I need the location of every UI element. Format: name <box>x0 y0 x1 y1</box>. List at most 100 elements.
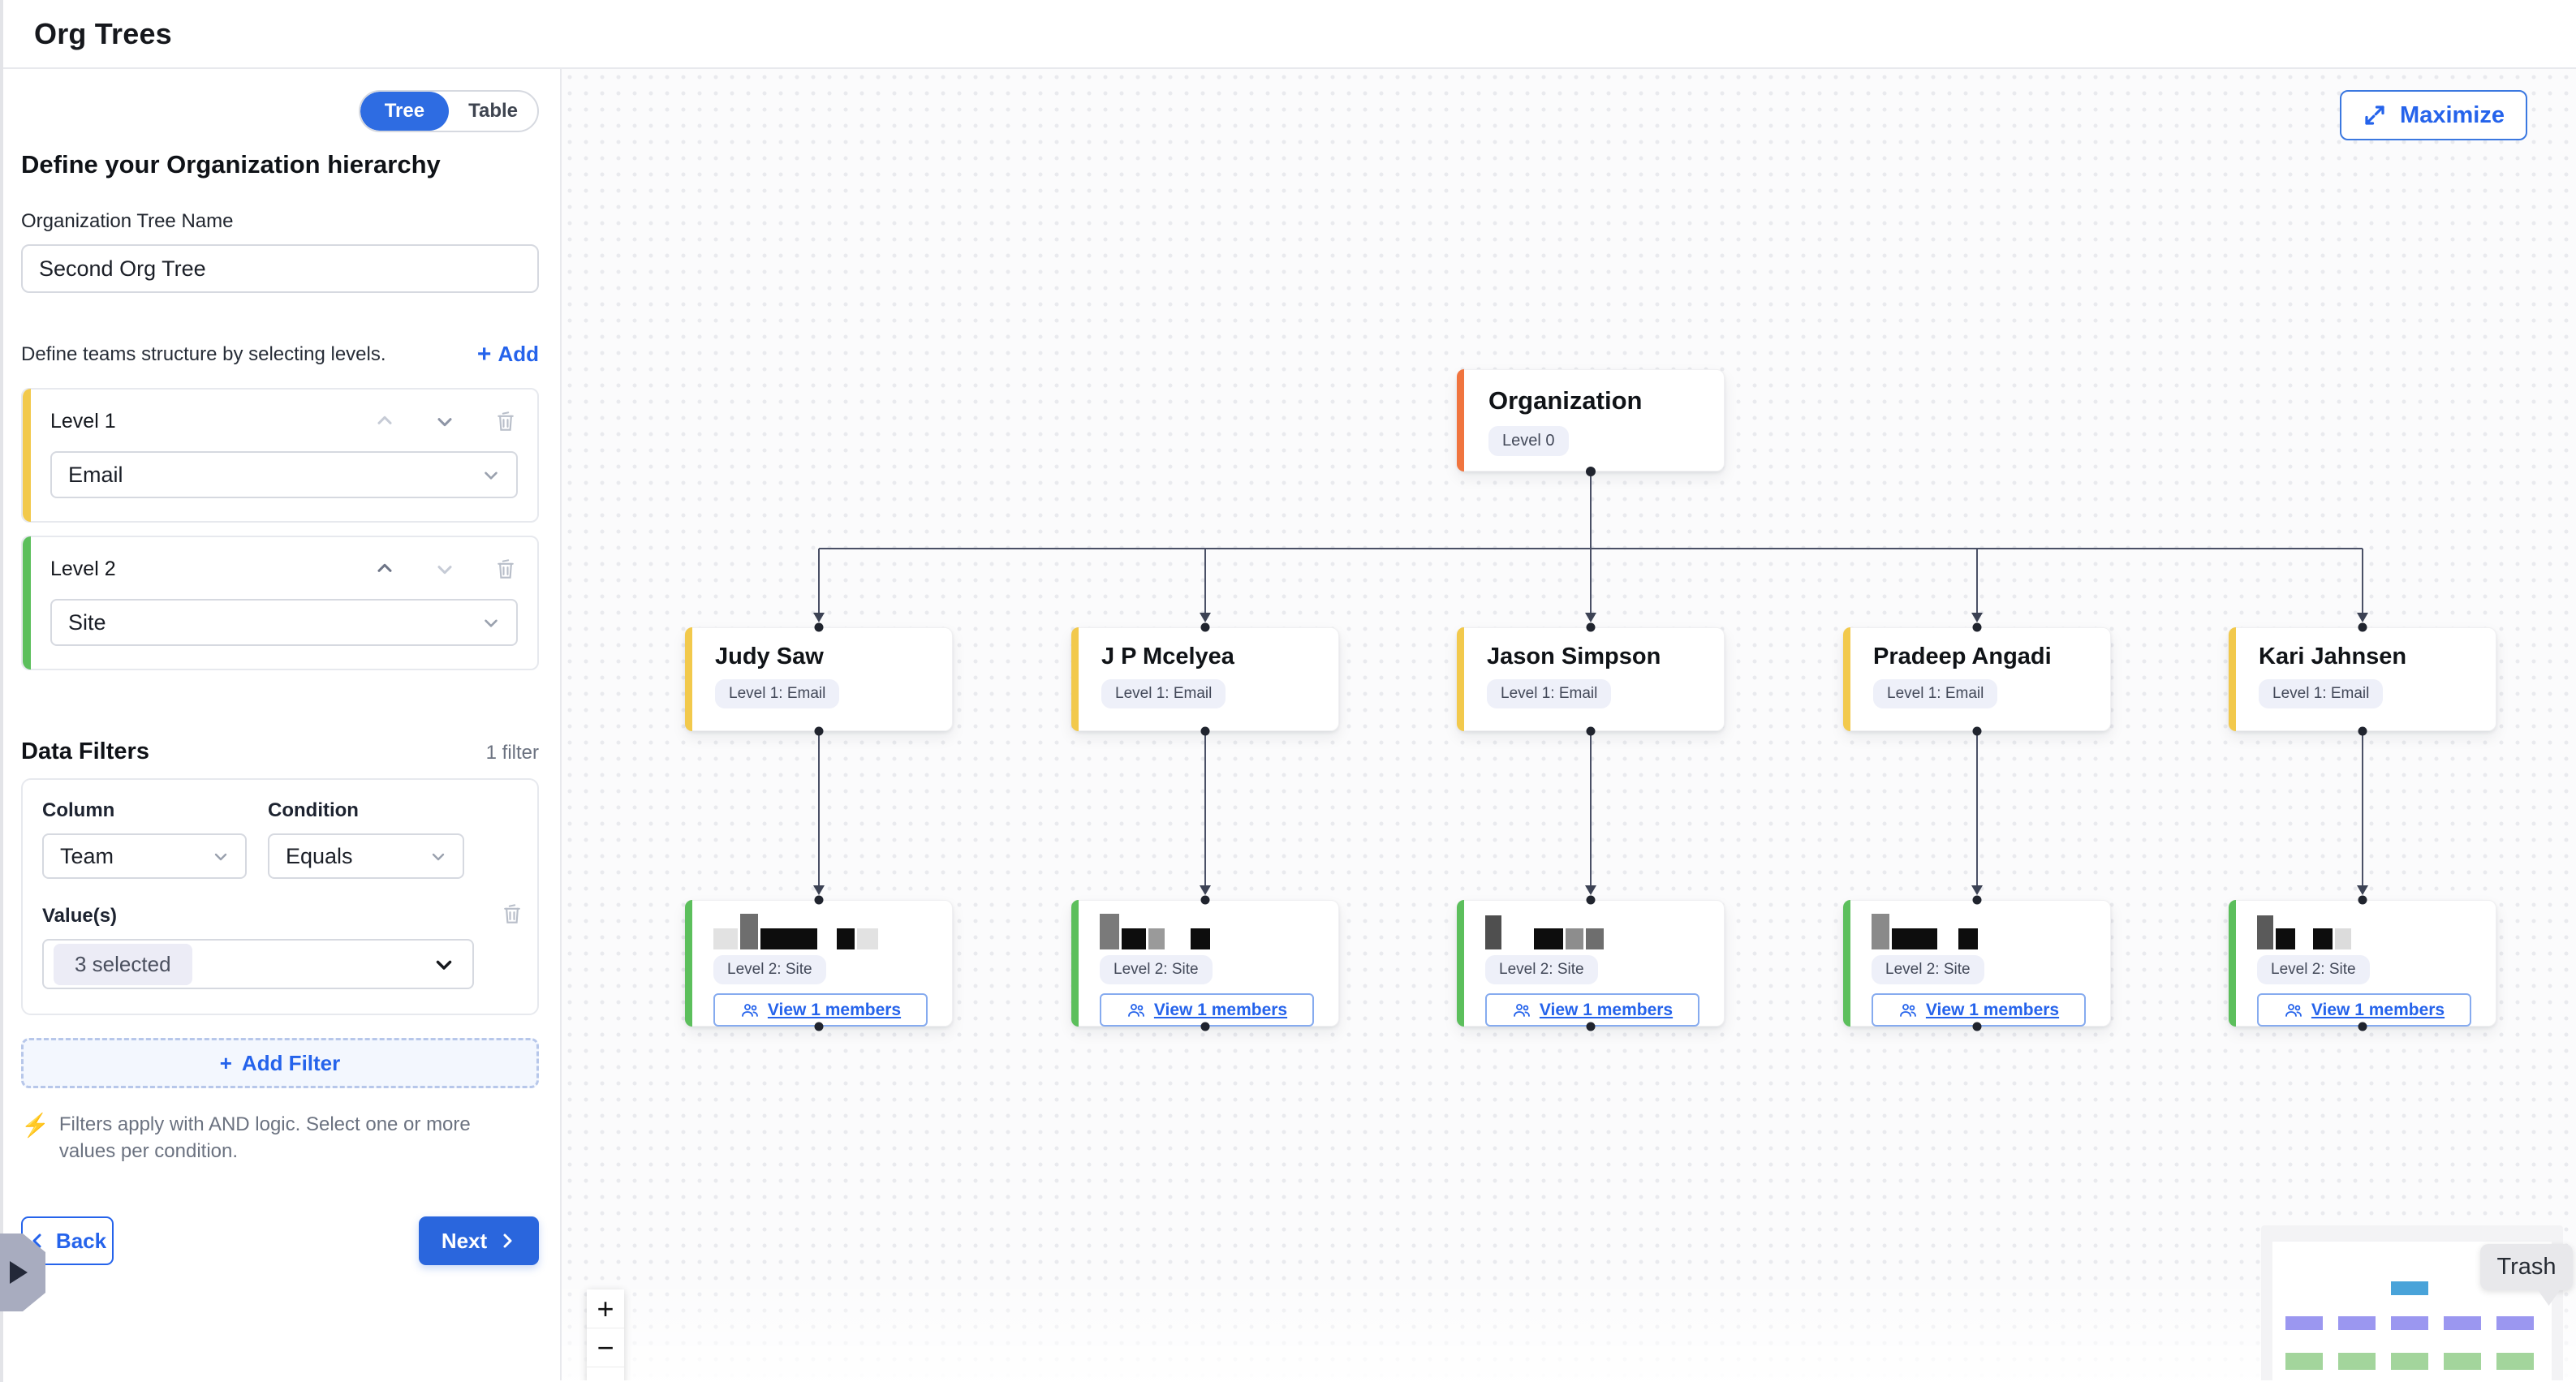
plus-icon: + <box>219 1050 232 1075</box>
wizard-nav-row: Back Next <box>21 1216 539 1266</box>
move-up-icon[interactable] <box>373 558 396 580</box>
org-node-level1[interactable]: Pradeep Angadi Level 1: Email <box>1843 627 2111 731</box>
node-badge: Level 2: Site <box>1485 955 1598 984</box>
move-down-icon[interactable] <box>433 558 456 580</box>
toggle-option-tree[interactable]: Tree <box>360 92 450 131</box>
next-button[interactable]: Next <box>419 1216 539 1266</box>
chevron-down-icon <box>436 960 452 970</box>
filter-condition-select[interactable]: Equals <box>268 833 464 879</box>
add-level-button[interactable]: + Add <box>477 342 539 367</box>
panel-collapse-handle[interactable] <box>0 1233 45 1311</box>
org-node-level1[interactable]: Jason Simpson Level 1: Email <box>1457 627 1725 731</box>
level1-accent <box>2229 627 2236 731</box>
zoom-out-button[interactable]: − <box>587 1328 624 1367</box>
move-up-icon[interactable] <box>373 410 396 433</box>
view-members-button[interactable]: View 1 members <box>713 993 928 1027</box>
root-node-badge: Level 0 <box>1488 426 1569 456</box>
node-badge: Level 1: Email <box>715 679 840 708</box>
zoom-in-button[interactable]: + <box>587 1289 624 1328</box>
org-node-level2[interactable]: Level 2: Site View 1 members <box>685 900 953 1027</box>
level2-accent <box>2229 900 2236 1027</box>
trash-icon[interactable] <box>493 557 518 581</box>
level-2-head: Level 2 <box>50 557 518 581</box>
redacted-node-title <box>1100 914 1314 949</box>
redacted-node-title <box>2257 914 2471 949</box>
people-icon <box>1127 1003 1144 1017</box>
trash-tooltip-label: Trash <box>2496 1254 2557 1280</box>
add-filter-button[interactable]: + Add Filter <box>21 1038 539 1088</box>
filter-column-group: Column Team <box>42 799 247 879</box>
people-icon <box>1513 1003 1530 1017</box>
chevron-down-icon <box>485 619 498 627</box>
level-2-column-value: Site <box>68 609 106 635</box>
minimap-level2-node <box>2338 1353 2376 1370</box>
view-members-button[interactable]: View 1 members <box>1872 993 2086 1027</box>
people-icon <box>741 1003 758 1017</box>
level2-accent <box>685 900 692 1027</box>
maximize-button[interactable]: Maximize <box>2340 90 2527 140</box>
toggle-option-table[interactable]: Table <box>468 100 518 122</box>
tree-table-toggle: Tree Table <box>358 90 539 132</box>
level1-accent <box>1457 627 1464 731</box>
delete-filter-icon[interactable] <box>500 902 524 926</box>
tree-name-input[interactable] <box>21 244 539 293</box>
expand-icon <box>2365 105 2384 125</box>
level-1-label: Level 1 <box>50 409 116 433</box>
org-node-level2[interactable]: Level 2: Site View 1 members <box>1457 900 1725 1027</box>
node-title: Pradeep Angadi <box>1873 644 2052 669</box>
view-members-button[interactable]: View 1 members <box>1100 993 1314 1027</box>
page-header: Org Trees <box>0 0 2576 69</box>
minimap-level2-node <box>2391 1353 2428 1370</box>
view-members-label: View 1 members <box>767 1000 902 1019</box>
node-badge: Level 2: Site <box>2257 955 2370 984</box>
org-node-level1[interactable]: J P Mcelyea Level 1: Email <box>1071 627 1339 731</box>
plus-icon: + <box>476 340 492 368</box>
org-node-level2[interactable]: Level 2: Site View 1 members <box>2229 900 2496 1027</box>
level-card-2: Level 2 Site <box>21 536 539 670</box>
condition-label: Condition <box>268 799 359 821</box>
minimap-level1-node <box>2338 1316 2376 1330</box>
trash-tooltip: Trash <box>2480 1244 2573 1290</box>
node-title: J P Mcelyea <box>1101 644 1234 669</box>
org-node-level1[interactable]: Kari Jahnsen Level 1: Email <box>2229 627 2496 731</box>
org-node-level2[interactable]: Level 2: Site View 1 members <box>1843 900 2111 1027</box>
org-node-root[interactable]: Organization Level 0 <box>1457 369 1725 471</box>
lightning-icon: ⚡ <box>21 1113 50 1138</box>
level1-accent <box>1071 627 1079 731</box>
org-tree-canvas[interactable]: Maximize <box>562 69 2576 1380</box>
window-edge-strip <box>0 0 3 1382</box>
level-1-accent <box>23 389 31 522</box>
people-icon <box>1899 1003 1916 1017</box>
view-members-button[interactable]: View 1 members <box>1485 993 1699 1027</box>
add-level-label: Add <box>498 342 539 366</box>
minimap-level2-node <box>2285 1353 2323 1370</box>
filter-condition-group: Condition Equals <box>268 799 464 879</box>
org-node-level1[interactable]: Judy Saw Level 1: Email <box>685 627 953 731</box>
org-node-level2[interactable]: Level 2: Site View 1 members <box>1071 900 1339 1027</box>
view-members-label: View 1 members <box>1153 1000 1288 1019</box>
node-badge: Level 1: Email <box>1101 679 1226 708</box>
minimap-level2-node <box>2444 1353 2481 1370</box>
trash-icon[interactable] <box>493 409 518 433</box>
filter-column-select[interactable]: Team <box>42 833 247 879</box>
move-down-icon[interactable] <box>433 410 456 433</box>
level-2-column-select[interactable]: Site <box>50 599 518 646</box>
fit-view-button[interactable] <box>587 1367 624 1380</box>
chevron-left-icon <box>32 1233 41 1248</box>
chevron-right-icon <box>503 1233 512 1248</box>
view-members-button[interactable]: View 1 members <box>2257 993 2471 1027</box>
filter-row-card: Column Team Condition Equals <box>21 778 539 1015</box>
minimap-level1-node <box>2285 1316 2323 1330</box>
level-1-column-select[interactable]: Email <box>50 451 518 498</box>
selected-values-chip: 3 selected <box>54 943 192 985</box>
node-title: Kari Jahnsen <box>2259 644 2407 669</box>
levels-description: Define teams structure by selecting leve… <box>21 342 386 365</box>
maximize-label: Maximize <box>2400 101 2505 128</box>
redacted-node-title <box>1872 914 2086 949</box>
node-badge: Level 2: Site <box>1872 955 1984 984</box>
node-badge: Level 2: Site <box>1100 955 1213 984</box>
filter-values-select[interactable]: 3 selected <box>42 939 474 989</box>
level2-accent <box>1843 900 1850 1027</box>
chevron-down-icon <box>214 853 227 861</box>
level-2-actions <box>373 557 518 581</box>
